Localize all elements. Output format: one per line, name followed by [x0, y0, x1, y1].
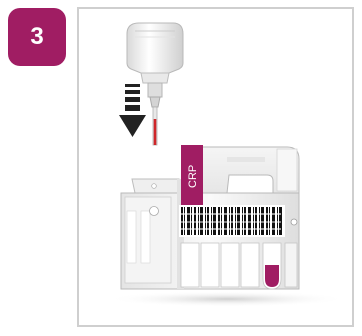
step-number-badge: 3 [8, 8, 66, 66]
reagent-wells [181, 243, 297, 289]
down-arrow-icon [119, 84, 146, 137]
instruction-illustration: CRP [77, 7, 354, 327]
cartridge-label: CRP [187, 165, 199, 188]
step-number: 3 [30, 23, 43, 51]
test-cartridge: CRP [107, 145, 347, 307]
barcode [179, 205, 285, 237]
